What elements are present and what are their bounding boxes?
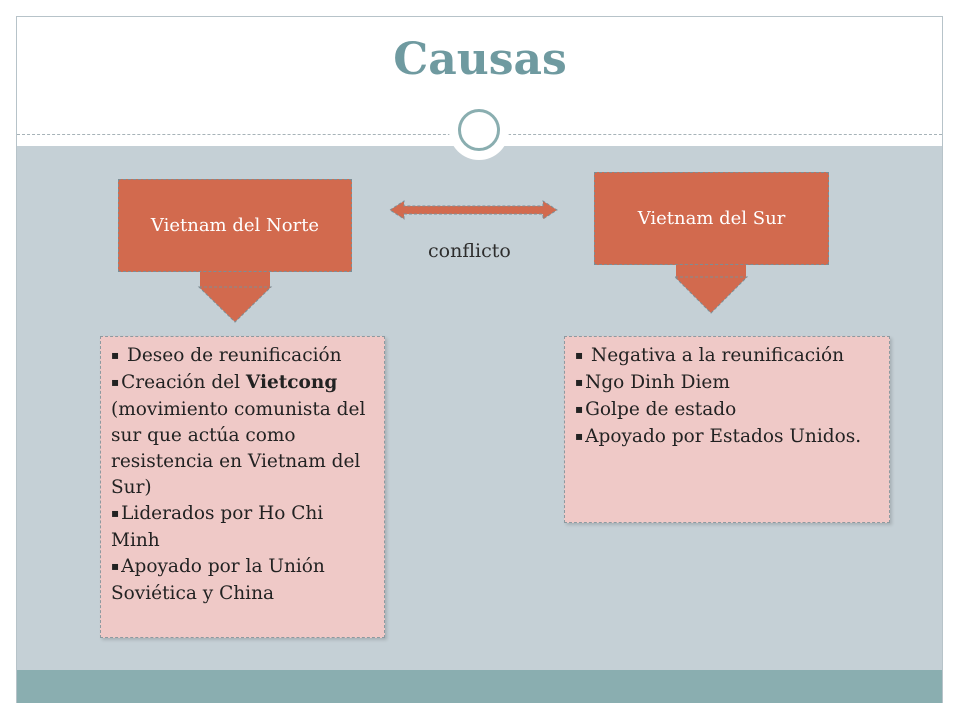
norte-causes-box: ▪ Deseo de reunificación ▪Creación del V…	[100, 336, 385, 638]
square-bullet-icon: ▪	[575, 375, 584, 389]
slide-title: Causas	[393, 34, 567, 85]
square-bullet-icon: ▪	[111, 506, 120, 520]
circle-ornament-icon	[449, 100, 509, 160]
list-item: ▪Apoyado por la Unión Soviética y China	[111, 554, 376, 607]
down-arrow-icon	[676, 265, 746, 277]
footer-band	[17, 670, 942, 703]
list-item-text: Apoyado por la Unión Soviética y China	[111, 556, 325, 604]
list-item: ▪ Negativa a la reunificación	[575, 343, 881, 370]
list-item-text: Creación del	[121, 372, 246, 393]
sur-causes-box: ▪ Negativa a la reunificación ▪Ngo Dinh …	[564, 336, 890, 523]
list-item-text: Liderados por Ho Chi Minh	[111, 503, 324, 551]
square-bullet-icon: ▪	[111, 375, 120, 389]
square-bullet-icon: ▪	[111, 348, 120, 362]
list-item-text: Negativa a la reunificación	[585, 345, 845, 366]
double-headed-arrow-icon	[389, 200, 558, 220]
conflict-label: conflicto	[428, 240, 511, 262]
vietnam-sur-label: Vietnam del Sur	[637, 208, 786, 229]
square-bullet-icon: ▪	[111, 559, 120, 573]
square-bullet-icon: ▪	[575, 348, 584, 362]
list-item-text: Golpe de estado	[585, 399, 737, 420]
list-item-text: Ngo Dinh Diem	[585, 372, 730, 393]
vietnam-norte-label: Vietnam del Norte	[150, 215, 320, 236]
list-item-text: Deseo de reunificación	[121, 345, 342, 366]
vietcong-bold-text: Vietcong	[245, 372, 338, 393]
down-arrow-icon	[200, 272, 270, 287]
sur-causes-list: ▪ Negativa a la reunificación ▪Ngo Dinh …	[575, 343, 881, 451]
list-item: ▪Liderados por Ho Chi Minh	[111, 501, 376, 554]
square-bullet-icon: ▪	[575, 402, 584, 416]
down-arrow-icon	[197, 286, 273, 323]
list-item-text: (movimiento comunista del sur que actúa …	[111, 399, 366, 498]
square-bullet-icon: ▪	[575, 429, 584, 443]
vietnam-norte-box: Vietnam del Norte	[118, 179, 352, 272]
list-item: ▪Apoyado por Estados Unidos.	[575, 424, 881, 451]
down-arrow-icon	[673, 276, 749, 314]
norte-causes-list: ▪ Deseo de reunificación ▪Creación del V…	[111, 343, 376, 607]
list-item: ▪Golpe de estado	[575, 397, 881, 424]
list-item: ▪Ngo Dinh Diem	[575, 370, 881, 397]
vietnam-sur-box: Vietnam del Sur	[594, 172, 829, 265]
list-item: ▪ Deseo de reunificación	[111, 343, 376, 370]
list-item: ▪Creación del Vietcong (movimiento comun…	[111, 370, 376, 501]
list-item-text: Apoyado por Estados Unidos.	[585, 426, 862, 447]
